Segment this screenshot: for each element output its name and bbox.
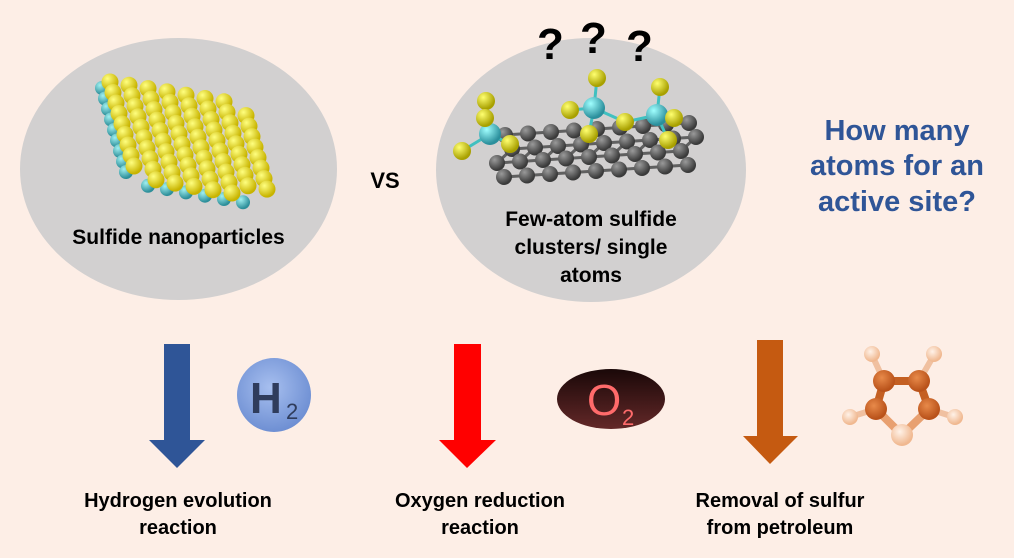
o2-text: O <box>587 376 621 425</box>
versus-label: VS <box>370 168 400 193</box>
clusters-label-line: Few-atom sulfide <box>505 208 677 231</box>
h2-subscript: 2 <box>286 399 298 424</box>
sulfur-atom <box>223 184 241 202</box>
carbon-atom <box>520 125 536 142</box>
sulfur-atom <box>561 101 579 119</box>
clusters-label-line: clusters/ single <box>514 235 668 259</box>
sulfur-atom <box>204 181 222 199</box>
carbon-atom <box>565 164 581 181</box>
carbon-atom <box>596 135 612 151</box>
label-line: Removal of sulfur <box>695 490 865 512</box>
active-site-question: How many atoms for an active site? <box>790 114 1004 220</box>
h2-text: H <box>250 374 282 423</box>
carbon-atom <box>581 149 597 165</box>
carbon-atom <box>650 144 666 161</box>
carbon-atom <box>680 157 696 173</box>
carbon-atom <box>673 143 689 159</box>
metal-atom <box>646 104 668 126</box>
down-arrow-icon <box>743 340 798 464</box>
sulfur-atom <box>453 142 471 160</box>
carbon-atom <box>542 166 558 182</box>
metal-atom <box>236 195 250 210</box>
metal-atom <box>479 123 501 145</box>
nanoparticles-label: Sulfide nanoparticles <box>72 226 285 249</box>
sulfur-atom <box>580 125 598 143</box>
carbon-atom <box>627 146 643 162</box>
sulfur-atom <box>477 92 495 110</box>
carbon-atom <box>681 115 697 131</box>
carbon-atom <box>635 118 651 134</box>
carbon-atom <box>519 167 535 184</box>
carbon-atom <box>619 133 635 150</box>
sulfur-atom <box>185 177 203 195</box>
carbon-atom <box>527 139 543 156</box>
carbon-atom <box>496 169 512 185</box>
oxygen-molecule-icon: O 2 <box>557 369 665 430</box>
carbon-atom <box>634 160 650 176</box>
label-line: Hydrogen evolution <box>84 490 272 512</box>
question-line: active site? <box>818 185 976 218</box>
question-line: How many <box>824 115 970 147</box>
application-label-orr: Oxygen reduction reaction <box>340 488 620 541</box>
question-line: atoms for an <box>809 150 985 183</box>
carbon-atom <box>543 124 559 140</box>
sulfur-atom <box>659 131 677 149</box>
hydrogen-molecule-icon: H 2 <box>237 358 311 432</box>
label-line: from petroleum <box>706 516 854 539</box>
clusters-label-line: atoms <box>560 263 622 287</box>
metal-atom <box>583 97 605 119</box>
label-line: reaction <box>139 516 217 539</box>
sulfur-atom <box>147 171 165 189</box>
o2-subscript: 2 <box>622 405 634 430</box>
sulfur-atom <box>501 135 519 153</box>
sulfur-atom <box>258 180 276 198</box>
label-line: reaction <box>441 516 519 539</box>
sulfur-atom <box>125 157 143 175</box>
down-arrow-icon <box>439 344 496 468</box>
application-label-hds: Removal of sulfur from petroleum <box>630 488 930 541</box>
carbon-atom <box>588 163 604 179</box>
sulfur-atom <box>476 109 494 127</box>
sulfur-atom <box>665 109 683 127</box>
sulfur-atom <box>616 113 634 131</box>
carbon-atom <box>535 152 551 168</box>
carbon-atom <box>604 147 620 164</box>
thiophene-molecule-icon <box>842 346 963 446</box>
question-mark: ? <box>626 22 653 71</box>
label-line: Oxygen reduction <box>394 490 566 512</box>
carbon-atom <box>489 155 505 171</box>
carbon-atom <box>512 153 528 170</box>
carbon-atom <box>558 150 574 167</box>
sulfur-atom <box>588 69 606 87</box>
application-label-her: Hydrogen evolution reaction <box>40 488 316 541</box>
question-mark: ? <box>580 14 607 63</box>
carbon-atom <box>550 138 566 154</box>
carbon-atom <box>611 161 627 178</box>
carbon-atom <box>566 122 582 139</box>
sulfur-atom <box>166 174 184 192</box>
carbon-atom <box>688 129 704 145</box>
carbon-atom <box>642 132 658 148</box>
question-mark: ? <box>537 20 564 69</box>
down-arrow-icon <box>149 344 205 468</box>
sulfur-atom <box>239 177 257 195</box>
carbon-atom <box>657 158 673 175</box>
clusters-label: Few-atom sulfide clusters/ single atoms <box>436 206 746 290</box>
sulfur-atom <box>651 78 669 96</box>
